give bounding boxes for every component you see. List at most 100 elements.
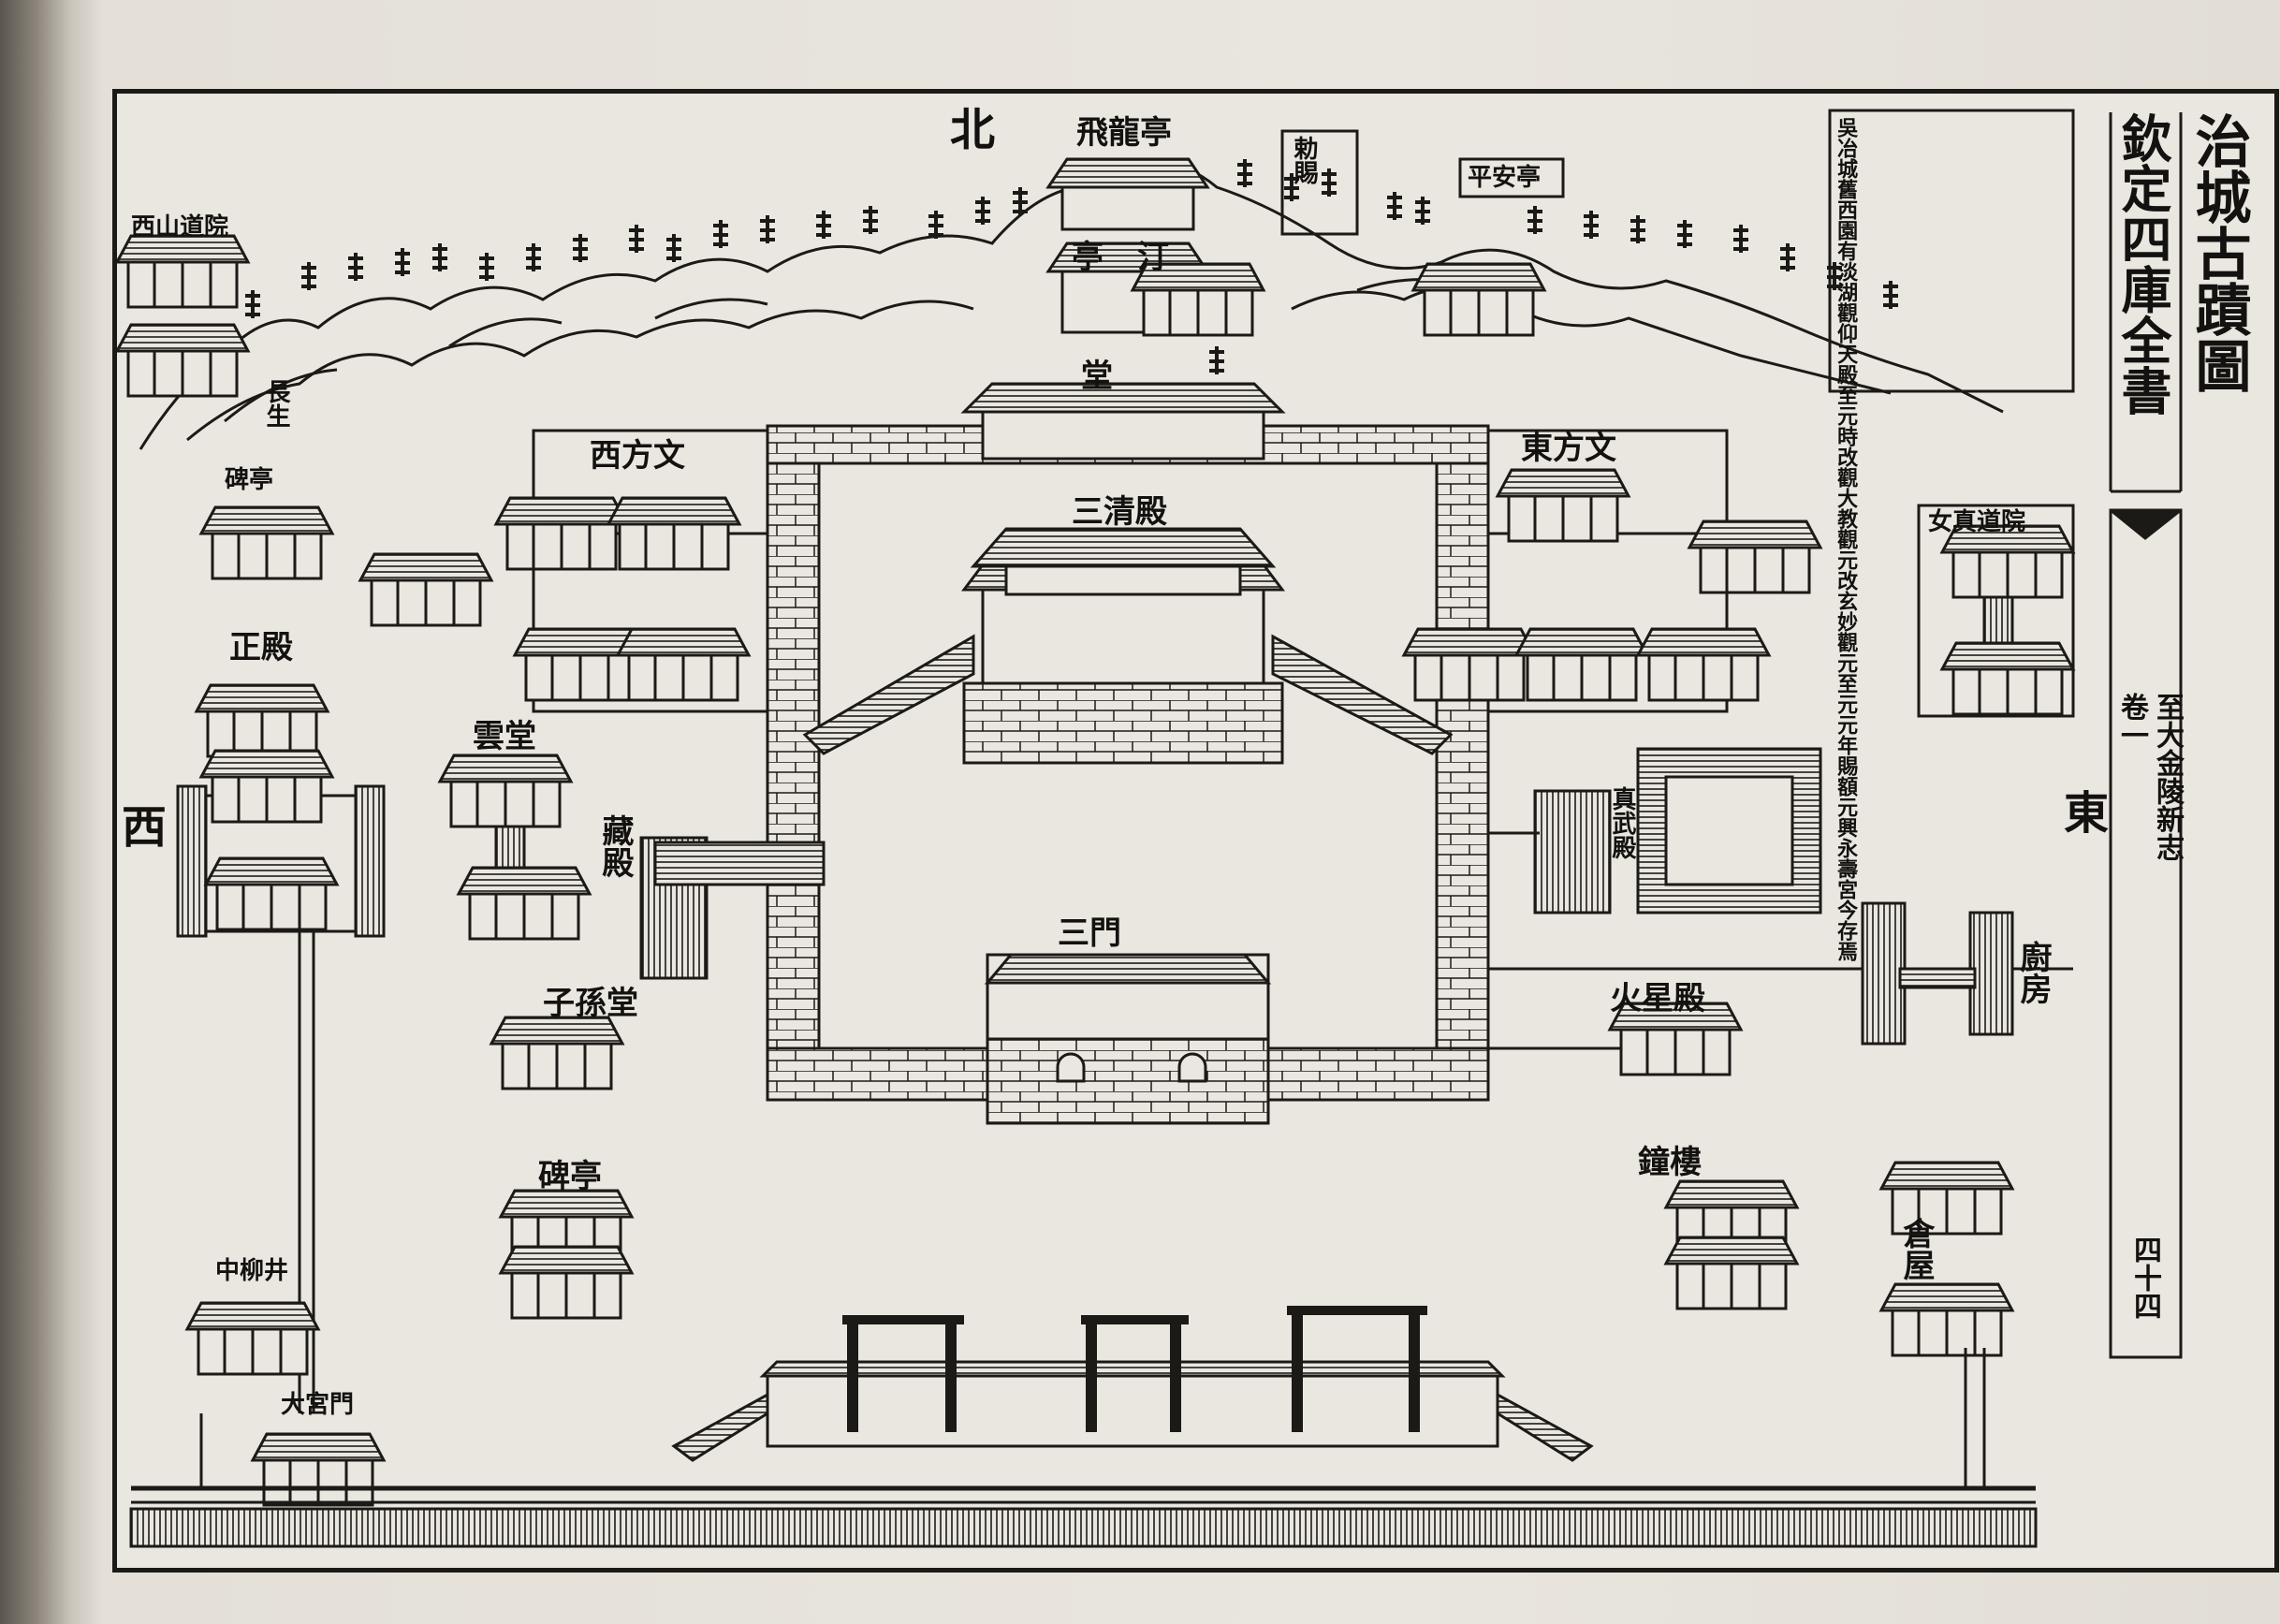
tree-mark (758, 213, 777, 245)
tree-mark (1385, 190, 1404, 222)
tree-mark (243, 288, 262, 320)
sanqing-hall-complex (802, 527, 1454, 765)
south-wall (129, 1306, 2038, 1548)
building-mark (185, 1301, 320, 1376)
direction-east: 東 (2064, 787, 2110, 840)
building-mark (115, 323, 250, 398)
building-mark (494, 496, 629, 571)
tree-mark (1011, 185, 1030, 217)
label-bei-ting-2: 碑亭 (538, 1158, 602, 1195)
tree-mark (627, 223, 646, 255)
margin-column (2109, 112, 2183, 1359)
tree-mark (927, 209, 945, 241)
tree-mark (1582, 209, 1600, 241)
label-ruhe-men: 大宮門 (281, 1391, 355, 1419)
building-mark (607, 496, 741, 571)
label-ting: 亭 (1072, 239, 1103, 276)
building-mark (616, 627, 751, 702)
building-mark (1664, 1236, 1799, 1310)
three-gate (984, 953, 1272, 1125)
tree-mark (1881, 279, 1900, 311)
building-mark (499, 1245, 634, 1320)
building-mark (1514, 627, 1649, 702)
label-sanqing-dian: 三清殿 (1072, 493, 1167, 531)
label-zhenwu-dian: 真武殿 (1608, 786, 1636, 859)
tree-mark (1207, 344, 1226, 376)
label-chu-fang: 廚房 (2014, 941, 2052, 1004)
label-huoxing-dian: 火星殿 (1610, 980, 1705, 1017)
building-mark (457, 866, 592, 941)
label-feilong-ting: 飛龍亭 (1076, 114, 1172, 152)
top-note: 吳冶城舊西園有淡湖觀仰天殿至元時改觀大教觀元改玄妙觀元至元元年賜額元興永壽宮今存… (1834, 117, 1858, 961)
label-xifang-wen: 西方文 (590, 437, 685, 475)
building-mark (204, 856, 339, 931)
north-hall (960, 382, 1286, 461)
tree-mark (1320, 167, 1338, 198)
tree-mark (1675, 218, 1694, 250)
direction-north: 北 (950, 104, 996, 156)
label-zhong-lou: 鐘樓 (1638, 1144, 1702, 1181)
tree-mark (431, 241, 449, 273)
building-mark (490, 1016, 624, 1090)
building-mark (1636, 627, 1771, 702)
direction-west: 西 (122, 801, 168, 854)
building-mark (1940, 524, 2075, 599)
building-mark (1688, 519, 1822, 594)
label-yun-tang: 雲堂 (473, 718, 536, 755)
tree-mark (524, 241, 543, 273)
label-zhen-wu-note: 勅賜 (1290, 136, 1318, 184)
tree-mark (711, 218, 730, 250)
label-cang-wu: 倉屋 (1897, 1217, 1935, 1280)
building-mark (115, 234, 250, 309)
cang-hall (639, 836, 826, 980)
label-zhong-liu-jing: 中柳井 (215, 1257, 289, 1285)
building-mark (1402, 627, 1537, 702)
building-mark (199, 505, 334, 580)
label-nvzhen-yuan: 女真道院 (1928, 508, 2026, 536)
top-note-box (1828, 109, 2075, 393)
tree-mark (1778, 241, 1797, 273)
book-title: 欽定四庫全書 (2112, 112, 2172, 416)
kitchen (1861, 901, 2014, 1046)
zhenwu-hall (1488, 747, 1822, 914)
tree-mark (477, 251, 496, 283)
tree-mark (300, 260, 318, 292)
building-mark (358, 552, 493, 627)
tree-mark (973, 195, 992, 227)
label-zheng-dian: 正殿 (229, 629, 293, 666)
page-number: 四十四 (2128, 1236, 2161, 1320)
tree-mark (571, 232, 590, 264)
label-chang-sheng: 長生 (262, 379, 290, 428)
label-dongfang-wen: 東方文 (1521, 430, 1616, 467)
building-mark (1411, 262, 1546, 337)
building-mark (199, 749, 334, 824)
label-ping-an: 平安亭 (1468, 164, 1542, 192)
volume-label: 卷一 (2115, 693, 2148, 749)
tree-mark (1235, 157, 1254, 189)
map-title: 治城古蹟圖 (2185, 112, 2251, 393)
label-bei-ting: 碑亭 (225, 466, 274, 494)
mountain-range (139, 162, 2004, 450)
stele-box-1 (1280, 129, 1359, 236)
tree-mark (393, 246, 412, 278)
side-label: 至大金陵新志 (2151, 693, 2184, 861)
label-cang-dian: 藏殿 (596, 814, 634, 878)
tree-mark (861, 204, 880, 236)
tree-mark (665, 232, 683, 264)
building-mark (251, 1432, 386, 1507)
ping-an-box (1458, 157, 1565, 198)
building-mark (1940, 641, 2075, 716)
label-san-men: 三門 (1058, 914, 1121, 952)
tree-mark (1629, 213, 1647, 245)
tree-mark (1732, 223, 1750, 255)
label-ting-tan: 汀 (1137, 239, 1169, 276)
building-mark (1496, 468, 1630, 543)
building-mark (438, 753, 573, 828)
tree-mark (1413, 195, 1432, 227)
label-shi-yuan: 西山道院 (131, 213, 229, 241)
tree-mark (1526, 204, 1544, 236)
tree-mark (346, 251, 365, 283)
tree-mark (814, 209, 833, 241)
